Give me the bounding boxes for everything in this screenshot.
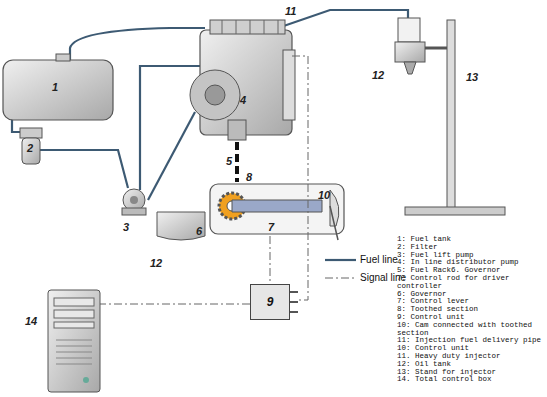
oil-tank: [157, 212, 205, 240]
legend-signal-line-sample: [325, 278, 356, 279]
callout-number: 4: [240, 95, 246, 106]
control-unit-pins: [290, 292, 298, 312]
callout-number: 14: [25, 316, 37, 327]
parts-list-item: 1: Fuel tank: [397, 236, 545, 244]
parts-list-item: 9: Control unit: [397, 314, 545, 322]
callout-number: 12: [372, 70, 384, 81]
legend-text: Fuel line: [360, 255, 398, 265]
parts-list: 1: Fuel tank2: Filter3: Fuel lift pump4:…: [397, 236, 545, 384]
parts-list-item: 10: Control unit: [397, 345, 545, 353]
control-unit-box: 9: [250, 284, 290, 320]
signal-lines: [100, 56, 308, 304]
parts-list-item: 10: Cam connected with toothed section: [397, 322, 545, 338]
callout-number: 10: [318, 190, 330, 201]
callout-number: 7: [268, 222, 274, 233]
callout-number: 13: [466, 72, 478, 83]
callout-number: 1: [52, 82, 58, 93]
callout-number: 2: [27, 143, 33, 154]
parts-list-item: 11: Injection fuel delivery pipe: [397, 337, 545, 345]
parts-list-item: 12: Oil tank: [397, 361, 545, 369]
in-line-pump: [190, 20, 295, 140]
parts-list-item: 2: Filter: [397, 244, 545, 252]
parts-list-item: 4: In line distributor pump: [397, 259, 545, 267]
parts-list-item: 14. Total control box: [397, 376, 545, 384]
parts-list-item: 11. Heavy duty injector: [397, 353, 545, 361]
filter: [20, 128, 42, 164]
legend-text: Signal line: [360, 273, 406, 283]
fuel-rack: [235, 142, 239, 182]
governor: [210, 184, 344, 240]
total-control-box: [48, 290, 100, 392]
callout-number: 11: [285, 6, 296, 17]
fuel-tank: [3, 54, 113, 120]
fuel-lift-pump: [122, 189, 146, 215]
legend-fuel-line-sample: [325, 259, 356, 261]
injector-stand: [405, 20, 505, 215]
parts-list-item: 7: Control lever: [397, 298, 545, 306]
parts-list-item: 6: Governor: [397, 291, 545, 299]
callout-number: 3: [123, 222, 129, 233]
callout-number: 12: [150, 258, 162, 269]
node-text: 9: [267, 296, 274, 308]
parts-list-item: 8: Toothed section: [397, 306, 545, 314]
parts-list-item: 3: Fuel lift pump: [397, 252, 545, 260]
injector: [395, 18, 448, 74]
parts-list-item: 7: Control rod for driver controller: [397, 275, 545, 291]
callout-number: 5: [226, 156, 232, 167]
parts-list-item: 13: Stand for injector: [397, 369, 545, 377]
callout-number: 8: [246, 172, 252, 183]
parts-list-item: 5: Fuel Rack6. Governor: [397, 267, 545, 275]
callout-number: 6: [196, 226, 202, 237]
